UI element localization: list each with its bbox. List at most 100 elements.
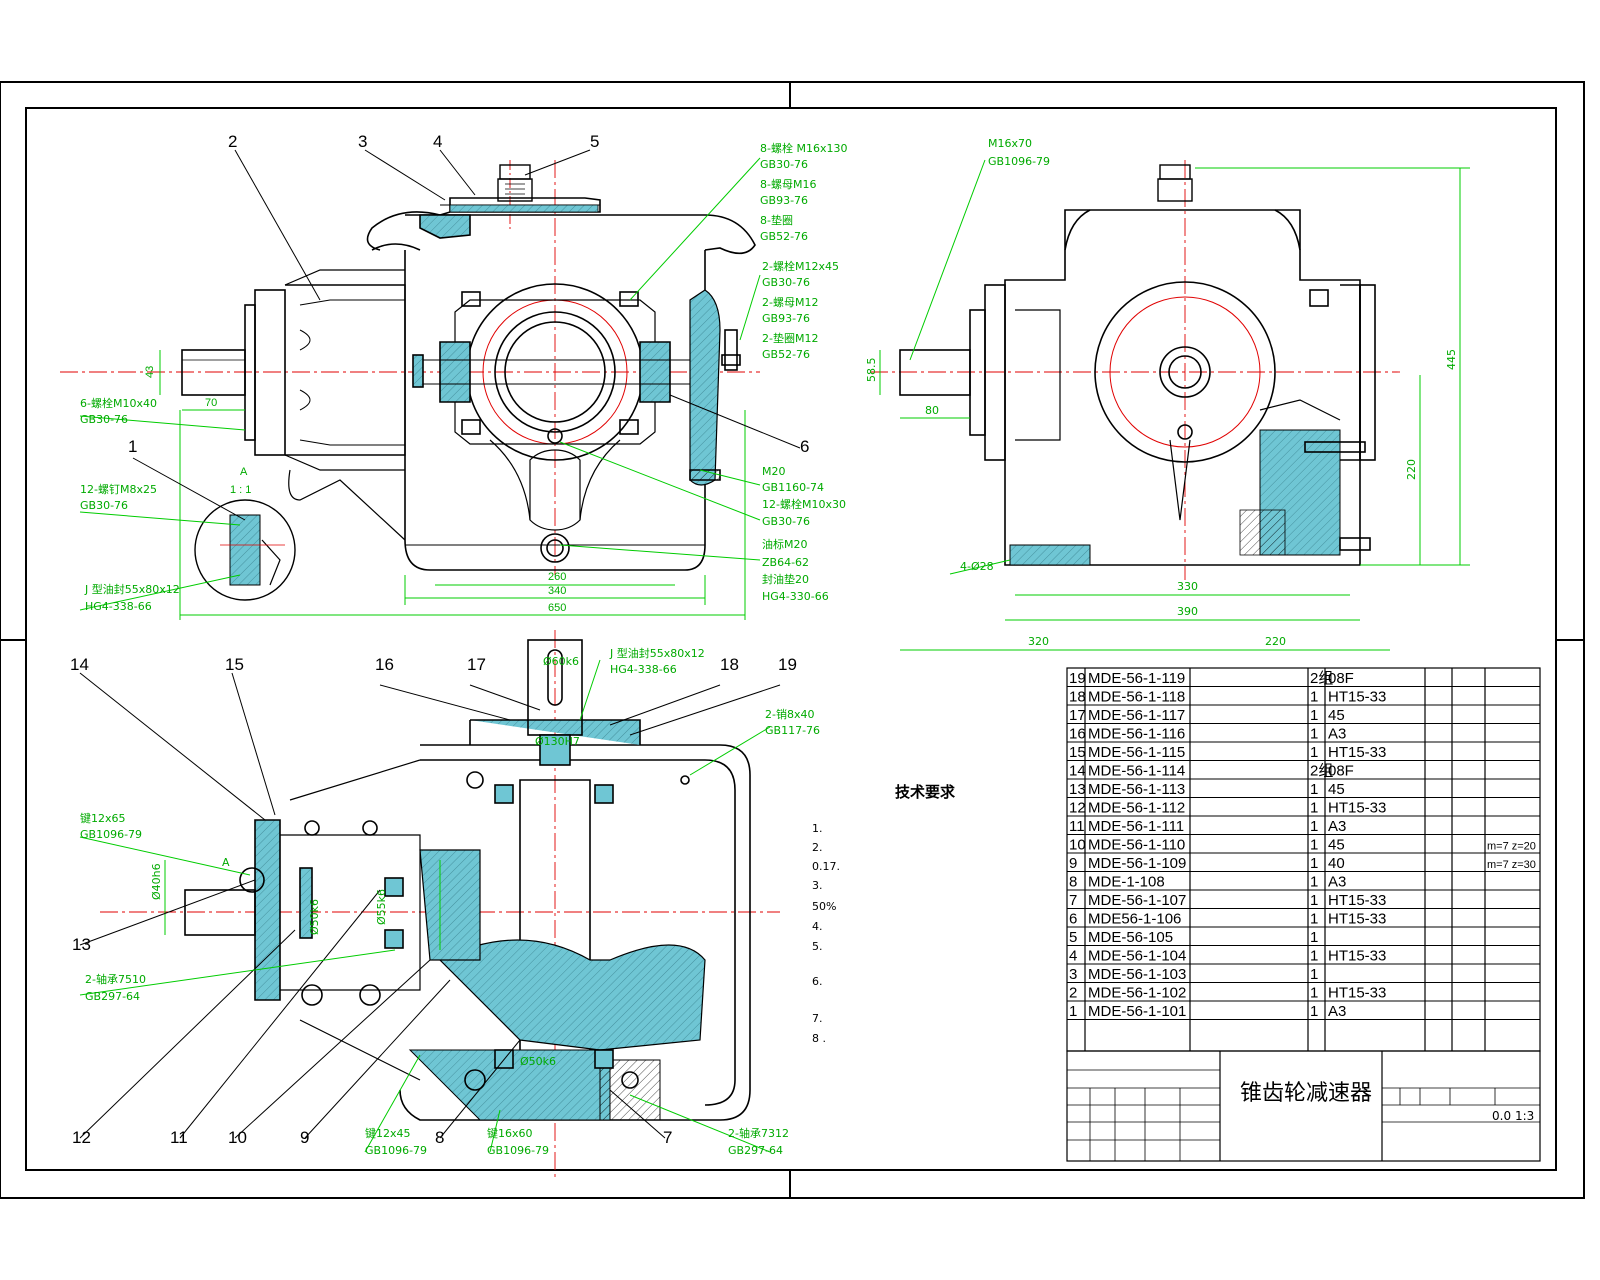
parts-cell-no: 16	[1069, 726, 1086, 743]
dim-58-5: 58.5	[865, 358, 878, 383]
callout-leaders	[79, 157, 1011, 1153]
parts-cell-material: HT15-33	[1328, 800, 1386, 817]
parts-cell-qty: 1	[1310, 929, 1318, 946]
callout-bearing-7312: 2-轴承7312	[728, 1126, 789, 1140]
parts-table-grid	[1066, 667, 1541, 1162]
callout-std: GB93-76	[760, 194, 808, 207]
callout-std: GB1096-79	[487, 1144, 549, 1157]
tech-req-line: 7.	[812, 1012, 823, 1025]
balloon-6: 6	[800, 437, 809, 456]
callout-bearing-7510: 2-轴承7510	[85, 972, 146, 986]
tech-req-line: 8 .	[812, 1032, 826, 1045]
parts-cell-material: HT15-33	[1328, 985, 1386, 1002]
callout-bolt-m10x40: 6-螺栓M10x40	[80, 396, 157, 410]
parts-cell-code: MDE-56-1-104	[1088, 948, 1186, 965]
parts-cell-code: MDE-56-1-107	[1088, 892, 1186, 909]
callout-std: ZB64-62	[762, 556, 809, 569]
callout-std: HG4-338-66	[85, 600, 152, 613]
parts-cell-code: MDE-56-1-119	[1088, 670, 1185, 687]
parts-cell-no: 18	[1069, 689, 1086, 706]
detail-label: A	[240, 466, 248, 478]
dim-220: 220	[1405, 459, 1418, 480]
parts-cell-code: MDE56-1-106	[1088, 911, 1181, 928]
parts-cell-material: A3	[1328, 874, 1346, 891]
parts-cell-code: MDE-56-1-115	[1088, 744, 1185, 761]
side-view	[870, 160, 1400, 580]
balloon-19: 19	[778, 655, 797, 674]
callout-std: GB297-64	[85, 990, 140, 1003]
parts-cell-material: HT15-33	[1328, 948, 1386, 965]
parts-cell-no: 1	[1069, 1003, 1077, 1020]
parts-cell-material: 40	[1328, 855, 1345, 872]
balloon-13: 13	[72, 935, 91, 954]
parts-cell-qty: 1	[1310, 818, 1318, 835]
leader-lines	[79, 149, 801, 1139]
callout-std: GB297-64	[728, 1144, 783, 1157]
section-label: A	[222, 856, 230, 869]
balloon-4: 4	[433, 132, 442, 151]
dim-d40h6: Ø40h6	[150, 863, 163, 900]
parts-cell-no: 15	[1069, 744, 1086, 761]
dim-d130h7: Ø130H7	[535, 735, 580, 748]
scale-value: 1:3	[1515, 1109, 1534, 1123]
balloon-7: 7	[663, 1128, 672, 1147]
callout-nut-m16: 8-螺母M16	[760, 178, 816, 191]
dim-650: 650	[548, 602, 566, 614]
parts-cell-no: 10	[1069, 837, 1086, 854]
parts-cell-no: 2	[1069, 985, 1077, 1002]
parts-cell-qty: 1	[1310, 837, 1318, 854]
callout-bolt-m16: 8-螺栓 M16x130	[760, 141, 847, 155]
callout-key-16x60: 键16x60	[487, 1126, 533, 1140]
parts-cell-code: MDE-56-1-112	[1088, 800, 1185, 817]
callout-pin: 2-销8x40	[765, 707, 814, 721]
callout-std: GB52-76	[762, 348, 810, 361]
parts-cell-no: 11	[1069, 818, 1085, 835]
callout-oil-seal: J 型油封55x80x12	[84, 582, 180, 596]
callout-std: GB52-76	[760, 230, 808, 243]
parts-cell-code: MDE-56-1-114	[1088, 763, 1185, 780]
callout-oil-gauge: 油标M20	[762, 537, 808, 551]
parts-cell-code: MDE-56-1-101	[1088, 1003, 1186, 1020]
tech-req-title: 技术要求	[895, 783, 956, 801]
balloon-15: 15	[225, 655, 244, 674]
balloon-18: 18	[720, 655, 739, 674]
parts-cell-qty: 1	[1310, 855, 1318, 872]
parts-cell-no: 5	[1069, 929, 1077, 946]
title-block-cells	[1067, 1069, 1540, 1161]
callout-holes: 4-Ø28	[960, 560, 994, 573]
parts-cell-qty: 1	[1310, 726, 1318, 743]
callout-std: HG4-330-66	[762, 590, 829, 603]
parts-cell-code: MDE-56-1-116	[1088, 726, 1185, 743]
callout-std: GB30-76	[760, 158, 808, 171]
parts-cell-code: MDE-56-1-110	[1088, 837, 1185, 854]
callout-key-m16x70: M16x70	[988, 137, 1032, 150]
dim-390: 390	[1177, 605, 1198, 618]
callout-washer-m12: 2-垫圈M12	[762, 331, 818, 345]
parts-cell-code: MDE-56-1-118	[1088, 689, 1185, 706]
callout-std: HG4-338-66	[610, 663, 677, 676]
balloon-8: 8	[435, 1128, 444, 1147]
tech-req-line: 1.	[812, 822, 823, 835]
callout-std: GB93-76	[762, 312, 810, 325]
dim-70: 70	[205, 397, 217, 409]
parts-cell-material: 08F	[1328, 763, 1354, 780]
callout-washer: 8-垫圈	[760, 213, 793, 227]
tech-req-line: 5.	[812, 940, 823, 953]
tech-req-line: 6.	[812, 975, 823, 988]
parts-cell-material: 08F	[1328, 670, 1354, 687]
callout-key-12x45: 键12x45	[365, 1126, 411, 1140]
tech-req-line: 50%	[812, 900, 836, 913]
dim-80: 80	[925, 404, 939, 417]
callout-key-12x65: 键12x65	[80, 811, 126, 825]
parts-cell-qty: 1	[1310, 707, 1318, 724]
parts-cell-material: HT15-33	[1328, 892, 1386, 909]
parts-cell-code: MDE-1-108	[1088, 874, 1165, 891]
parts-cell-code: MDE-56-1-103	[1088, 966, 1186, 983]
parts-cell-material: 45	[1328, 837, 1345, 854]
parts-cell-qty: 2组	[1310, 670, 1333, 687]
callout-oil-seal-2: J 型油封55x80x12	[609, 646, 705, 660]
parts-cell-no: 3	[1069, 966, 1077, 983]
